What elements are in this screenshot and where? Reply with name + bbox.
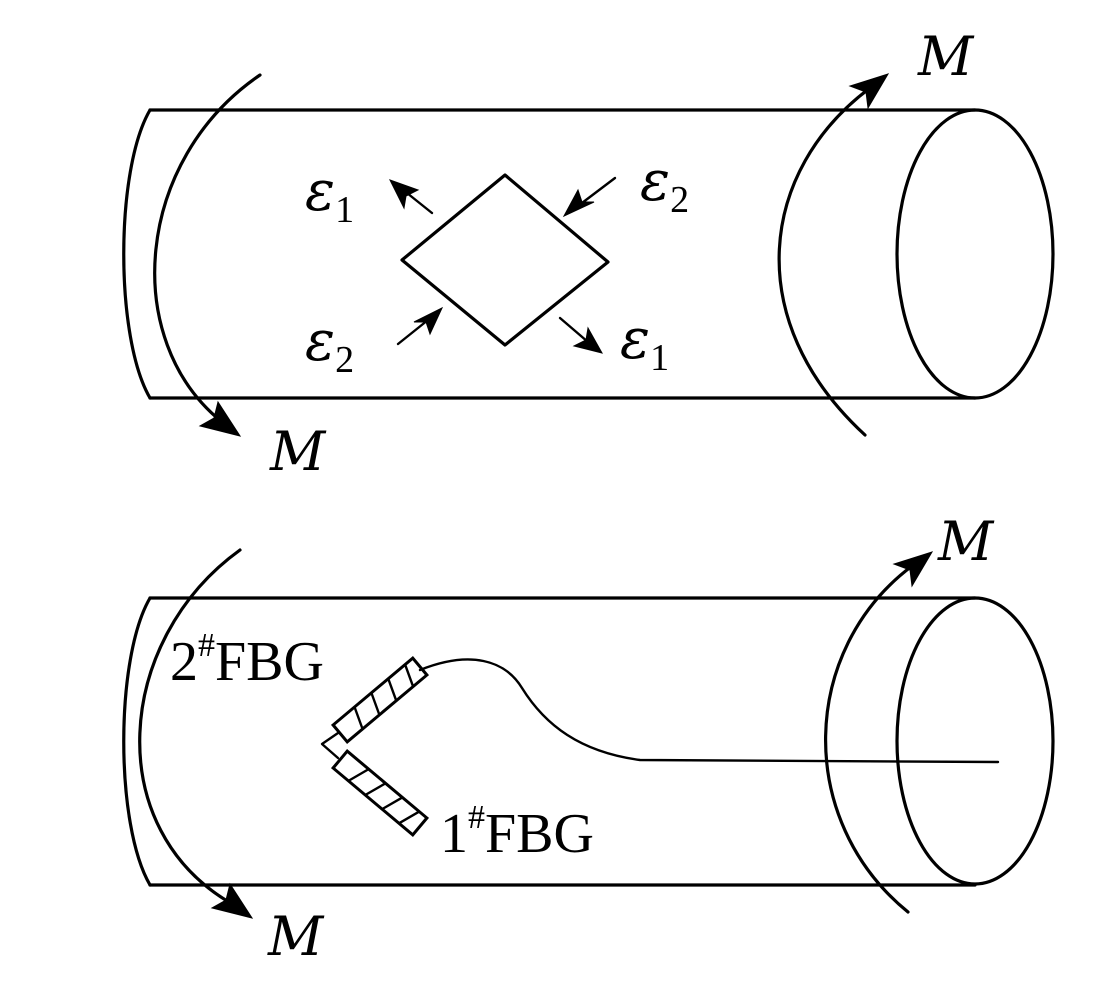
strain-label-tl: ε1 <box>305 159 354 231</box>
fbg-junction <box>320 731 340 760</box>
bottom-left-torque-arrowhead <box>210 882 254 919</box>
fbg-lower-grating <box>330 749 430 837</box>
top-right-torque-arrowhead <box>848 73 890 110</box>
top-moment-label-right: M <box>917 25 975 88</box>
top-left-torque-curve <box>153 73 262 424</box>
top-right-torque-curve <box>777 86 872 437</box>
bottom-shaft-right-end <box>895 596 1055 886</box>
top-shaft-body <box>122 108 1055 400</box>
fbg-sensor-upper <box>330 656 430 744</box>
top-shaft-left-end <box>122 108 152 400</box>
strain-label-tr: ε2 <box>640 149 689 221</box>
strain-arrow-br <box>558 316 604 354</box>
strain-arrow-br-shaft <box>558 316 590 344</box>
strain-arrow-bl <box>396 306 444 346</box>
top-panel: M M ε1 ε2 ε2 ε1 <box>122 25 1055 483</box>
bottom-right-torque-curve <box>824 564 914 914</box>
strain-arrow-bl-shaft <box>396 318 430 346</box>
strain-label-bl: ε2 <box>305 309 354 381</box>
top-right-torque-arrow <box>777 73 890 437</box>
fbg-label-upper: 2#FBG <box>170 627 324 693</box>
strain-arrow-tr-head <box>562 188 595 218</box>
fbg-upper-grating <box>330 656 430 744</box>
fbg-upper-hatching <box>353 664 415 730</box>
bottom-left-torque-arrow <box>138 548 254 919</box>
strain-arrow-br-head <box>572 326 604 354</box>
top-shaft-right-end <box>895 108 1055 400</box>
bottom-left-torque-curve <box>138 548 242 907</box>
strain-arrow-tl-head <box>388 179 420 210</box>
strain-arrow-tr-shaft <box>576 176 617 208</box>
fbg-lower-hatching <box>347 768 420 825</box>
top-left-torque-arrow <box>153 73 262 437</box>
bottom-shaft-body <box>122 596 1055 887</box>
top-left-torque-arrowhead <box>198 400 242 437</box>
fbg-label-lower: 1#FBG <box>440 799 594 865</box>
bottom-right-torque-arrow <box>824 551 934 914</box>
stress-element-diamond <box>400 173 610 347</box>
strain-arrow-tr <box>562 176 617 218</box>
strain-arrow-tl <box>388 179 434 215</box>
bottom-right-torque-arrowhead <box>892 551 934 588</box>
bottom-moment-label-left: M <box>267 905 325 968</box>
bottom-moment-label-right: M <box>937 510 995 573</box>
bottom-panel: M M 2#FBG 1#FBG <box>122 510 1055 968</box>
optical-fiber-lead <box>418 658 1000 764</box>
fbg-sensor-lower <box>330 749 430 837</box>
strain-arrow-bl-head <box>413 306 444 336</box>
bottom-shaft-left-end <box>122 596 152 887</box>
strain-label-br: ε1 <box>620 307 669 379</box>
top-moment-label-left: M <box>269 420 327 483</box>
